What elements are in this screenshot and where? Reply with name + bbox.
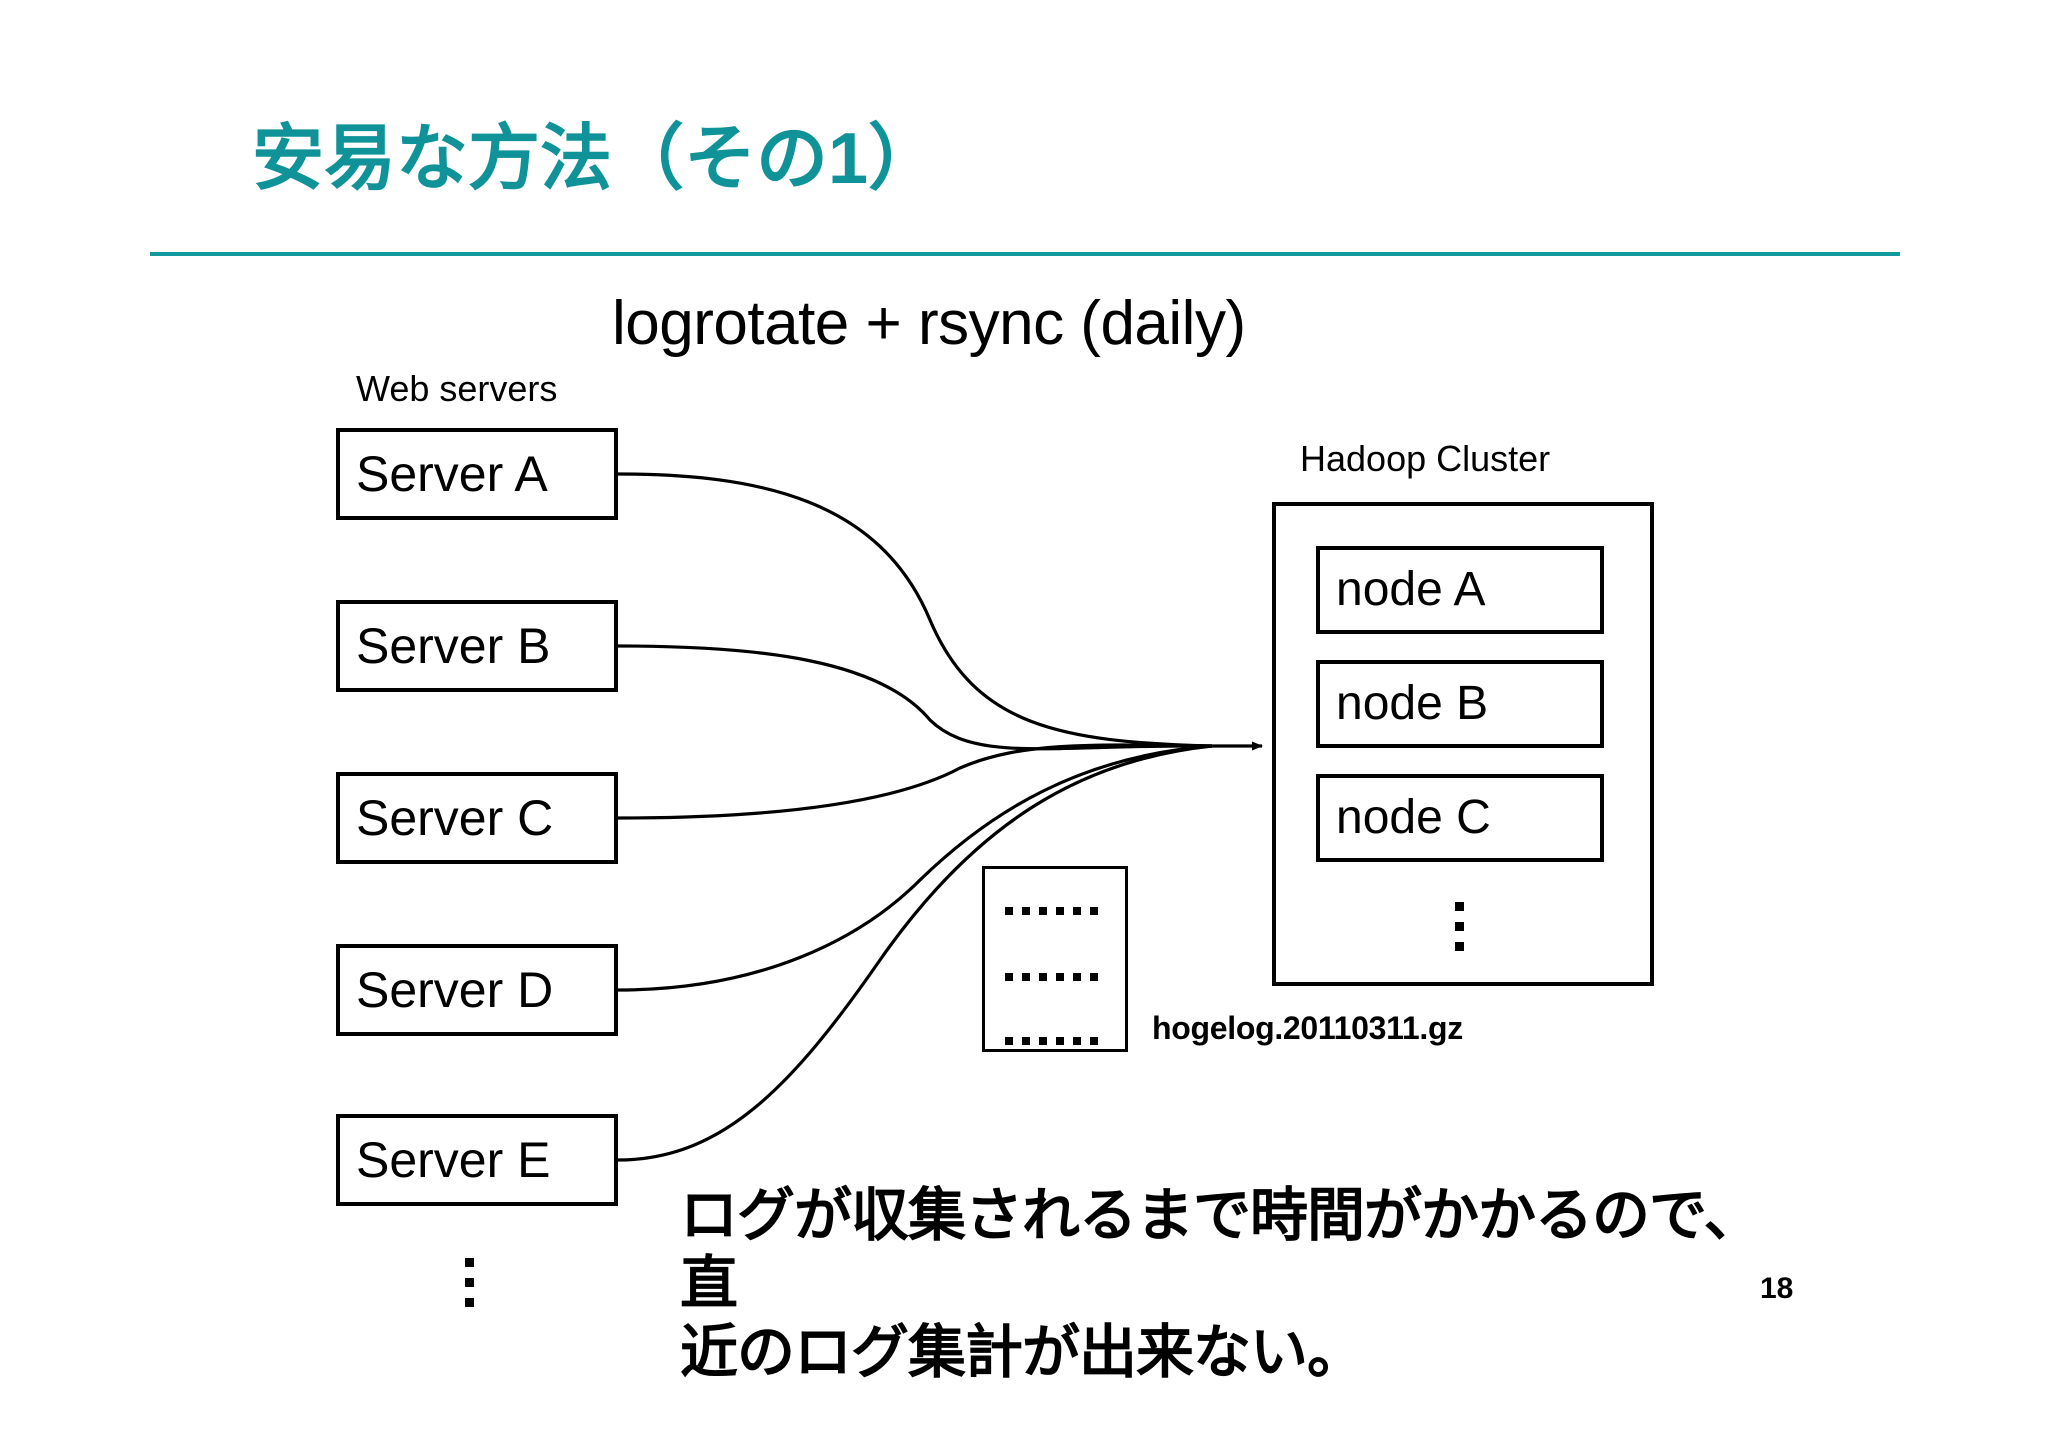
- node-box-c: node C: [1316, 774, 1604, 862]
- ellipsis-dot: [465, 1258, 474, 1267]
- log-dot: [1005, 973, 1013, 981]
- cluster-ellipsis-icon: [1455, 902, 1464, 951]
- bottom-note: ログが収集されるまで時間がかかるので、直 近のログ集計が出来ない。: [680, 1182, 1790, 1387]
- server-box-d: Server D: [336, 944, 618, 1036]
- log-dot: [1056, 1037, 1064, 1045]
- flow-curve-server-a: [617, 472, 1213, 748]
- ellipsis-dot: [465, 1278, 474, 1287]
- log-dot: [1090, 1037, 1098, 1045]
- log-dot: [1073, 1037, 1081, 1045]
- logfile-line: [1005, 907, 1098, 915]
- log-dot: [1022, 973, 1030, 981]
- logfile-caption: hogelog.20110311.gz: [1152, 1010, 1463, 1046]
- log-dot: [1022, 1037, 1030, 1045]
- log-dot: [1005, 1037, 1013, 1045]
- log-dot: [1039, 973, 1047, 981]
- server-box-e: Server E: [336, 1114, 618, 1206]
- ellipsis-dot: [465, 1298, 474, 1307]
- bottom-note-line-1: ログが収集されるまで時間がかかるので、直: [680, 1183, 1762, 1317]
- log-dot: [1090, 907, 1098, 915]
- page-title: 安易な方法（その1）: [252, 119, 941, 199]
- flow-curve-server-c: [617, 743, 1213, 820]
- log-dot: [1039, 1037, 1047, 1045]
- log-dot: [1073, 907, 1081, 915]
- log-dot: [1039, 907, 1047, 915]
- bottom-note-line-2: 近のログ集計が出来ない。: [680, 1319, 1365, 1385]
- node-box-label: node C: [1336, 791, 1491, 844]
- node-box-b: node B: [1316, 660, 1604, 748]
- server-box-label: Server A: [356, 446, 548, 502]
- log-dot: [1073, 973, 1081, 981]
- logfile-line: [1005, 973, 1098, 981]
- page-number: 18: [1760, 1272, 1794, 1305]
- ellipsis-dot: [1455, 942, 1464, 951]
- flow-curve-server-b: [617, 644, 1213, 751]
- server-box-label: Server C: [356, 790, 554, 846]
- server-box-label: Server B: [356, 618, 551, 674]
- server-box-label: Server E: [356, 1132, 551, 1188]
- node-box-label: node A: [1336, 563, 1486, 616]
- hadoop-cluster-label: Hadoop Cluster: [1300, 438, 1551, 479]
- servers-ellipsis-icon: [465, 1258, 474, 1307]
- node-box-label: node B: [1336, 677, 1489, 730]
- log-dot: [1022, 907, 1030, 915]
- web-servers-label: Web servers: [356, 368, 558, 409]
- logfile-line: [1005, 1037, 1098, 1045]
- server-box-c: Server C: [336, 772, 618, 864]
- title-divider: [150, 252, 1900, 256]
- diagram-heading: logrotate + rsync (daily): [612, 289, 1246, 358]
- logfile-page-icon: [982, 866, 1128, 1052]
- log-dot: [1056, 907, 1064, 915]
- server-box-a: Server A: [336, 428, 618, 520]
- log-dot: [1056, 973, 1064, 981]
- server-box-label: Server D: [356, 962, 554, 1018]
- log-dot: [1090, 973, 1098, 981]
- ellipsis-dot: [1455, 922, 1464, 931]
- log-dot: [1005, 907, 1013, 915]
- node-box-a: node A: [1316, 546, 1604, 634]
- server-box-b: Server B: [336, 600, 618, 692]
- ellipsis-dot: [1455, 902, 1464, 911]
